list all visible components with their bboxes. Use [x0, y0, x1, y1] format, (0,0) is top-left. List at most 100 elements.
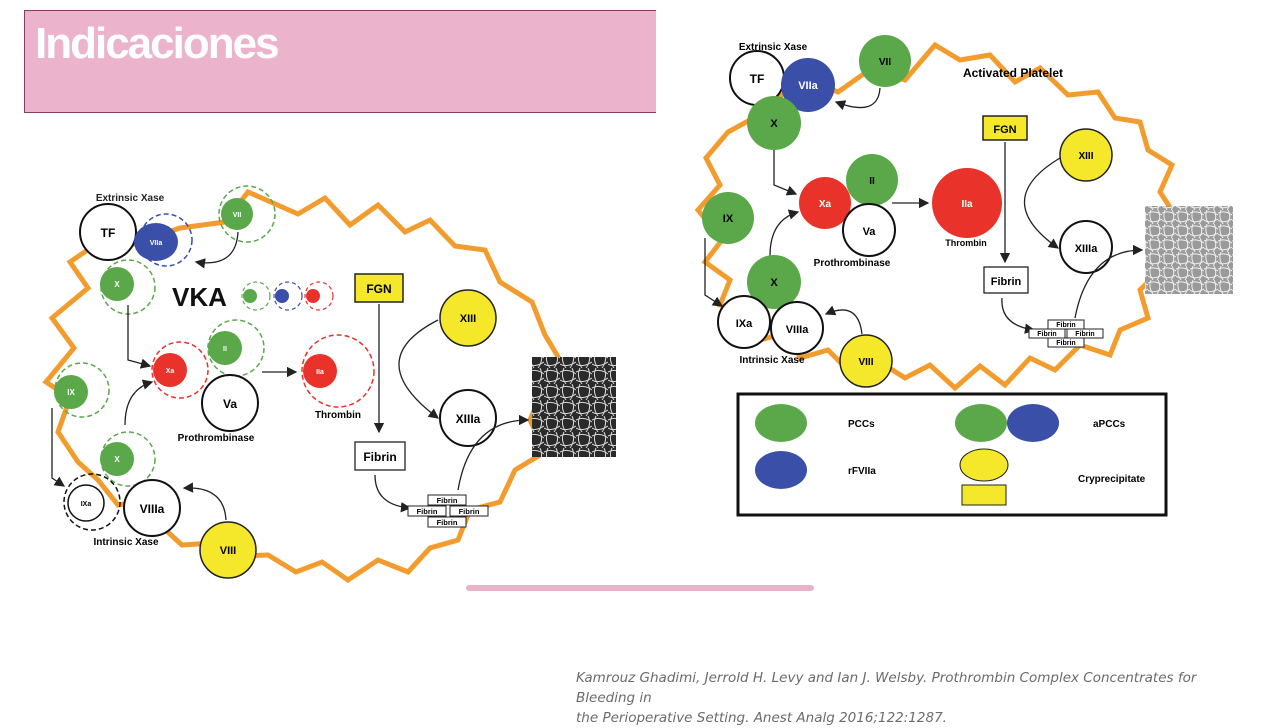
left-viiia-node: [123, 479, 181, 537]
legend-box: [736, 392, 1168, 517]
left-vii-ring: [218, 185, 276, 243]
left-arrow-viii-viiia: [182, 482, 227, 521]
left-viiia-label: VIIIa: [140, 502, 165, 516]
left-intrinsic-xase-label: Intrinsic Xase: [93, 537, 158, 548]
right-arrow-mesh: [1074, 244, 1144, 319]
left-vka-red-dot: [306, 289, 320, 303]
legend-cryo-ellipse-swatch: [959, 448, 1009, 482]
right-tf-label: TF: [750, 72, 765, 86]
right-ixa-label: IXa: [736, 318, 753, 330]
left-vka-green-dot: [243, 289, 257, 303]
title-banner: Indicaciones: [24, 10, 656, 113]
right-fibrin-mesh-2: Fibrin: [1037, 331, 1056, 338]
left-fibrin-mesh-image: [532, 357, 616, 457]
left-arrow-xiii-xiiia: [398, 319, 440, 419]
left-extrinsic-xase-label: Extrinsic Xase: [96, 193, 165, 204]
left-x-top-node: [100, 267, 134, 301]
left-tf-label: TF: [101, 226, 116, 240]
citation-line-2: the Perioperative Setting. Anest Analg 2…: [576, 710, 947, 726]
right-prothrombinase-label: Prothrombinase: [814, 258, 891, 269]
left-arrow-vii-viia: [194, 231, 239, 269]
right-viia-label: VIIa: [798, 80, 818, 92]
left-x-top-label: X: [114, 280, 120, 289]
right-ix-node: [702, 192, 754, 244]
right-xiiia-node: [1059, 220, 1113, 274]
legend-pccs-swatch: [755, 404, 807, 442]
right-fibrin-mesh-1: Fibrin: [1056, 322, 1075, 329]
right-viiia-label: VIIIa: [786, 324, 810, 336]
citation: Kamrouz Ghadimi, Jerrold H. Levy and Ian…: [576, 668, 1256, 728]
right-xiii-node: [1059, 128, 1113, 182]
right-ii-label: II: [869, 176, 875, 187]
left-vka-blue-dot: [275, 289, 289, 303]
left-fibrin-polymer: Fibrin Fibrin Fibrin Fibrin: [407, 494, 489, 528]
left-iia-node: [303, 354, 337, 388]
right-diagram: Extrinsic Xase TF VIIa VII Activated Pla…: [694, 35, 1233, 392]
left-fgn-label: FGN: [366, 282, 391, 296]
left-vii-node: [221, 198, 253, 230]
left-fibrin-mesh-3: Fibrin: [459, 507, 480, 516]
right-va-label: Va: [863, 226, 877, 238]
right-xiii-label: XIII: [1078, 151, 1093, 162]
right-viii-label: VIII: [858, 357, 873, 368]
left-iia-ring: [301, 334, 375, 408]
left-fibrin-box: [354, 441, 406, 471]
right-ii-node: [846, 154, 898, 206]
right-x-bottom-label: X: [770, 277, 778, 289]
right-viia-node: [781, 58, 835, 112]
left-ix-label: IX: [67, 388, 75, 397]
left-viia-label: VIIa: [150, 240, 163, 247]
legend-apccs-label: aPCCs: [1093, 419, 1126, 430]
left-arrow-x-xa: [127, 305, 152, 369]
left-xa-label: Xa: [166, 368, 175, 375]
left-xiiia-node: [439, 389, 497, 447]
right-x-bottom-node: [747, 255, 801, 309]
left-vii-label: VII: [233, 212, 242, 219]
right-fgn-label: FGN: [993, 124, 1016, 136]
left-xiiia-label: XIIIa: [456, 412, 481, 426]
legend: PCCs aPCCs rFVIIa Cryprecipitate: [736, 392, 1168, 517]
right-arrow-xiii-xiiia: [1023, 157, 1061, 249]
right-fgn-box: [982, 115, 1028, 141]
left-fibrin-mesh-4: Fibrin: [437, 518, 458, 527]
left-vka-red-ring: [304, 281, 334, 311]
right-arrow-vii-viia: [834, 87, 881, 111]
right-intrinsic-xase-label: Intrinsic Xase: [739, 355, 804, 366]
legend-rfviia-swatch: [755, 451, 807, 489]
right-fibrin-mesh-3: Fibrin: [1075, 331, 1094, 338]
right-x-top-label: X: [770, 118, 778, 130]
right-fibrin-polymer: Fibrin Fibrin Fibrin Fibrin: [1028, 319, 1104, 348]
legend-cryo-label: Cryprecipitate: [1078, 474, 1146, 485]
left-arrow-mesh: [457, 414, 530, 491]
legend-cryo-rect-swatch: [961, 484, 1007, 506]
right-arrow-viii-viiia: [824, 305, 863, 335]
left-iia-label: IIa: [316, 369, 324, 376]
left-x-bottom-node: [100, 442, 134, 476]
right-xa-label: Xa: [819, 199, 832, 210]
legend-apccs-blue-swatch: [1007, 404, 1059, 442]
right-fibrin-label: Fibrin: [991, 276, 1022, 288]
decorative-underline: [466, 585, 814, 591]
right-arrow-x-xa: [773, 150, 798, 196]
left-vka-green-ring: [241, 281, 271, 311]
right-arrow-x-bottom-xa: [769, 209, 800, 257]
left-arrow-ix-ixa: [51, 408, 66, 487]
left-thrombin-label: Thrombin: [315, 410, 361, 421]
right-viii-node: [839, 334, 893, 388]
right-fibrin-box: [983, 266, 1029, 294]
right-ix-label: IX: [723, 213, 734, 225]
left-tf-node: [79, 203, 137, 261]
right-vii-label: VII: [879, 57, 891, 68]
right-xiiia-label: XIIIa: [1075, 243, 1099, 255]
slide-title: Indicaciones: [35, 19, 280, 68]
right-activated-platelet-label: Activated Platelet: [963, 66, 1063, 80]
right-xa-node: [799, 177, 851, 229]
left-diagram: Extrinsic Xase TF VIIa VII X VKA FGN XII…: [42, 185, 616, 584]
left-xa-ring: [151, 341, 209, 399]
left-arrow-x-bottom-xa: [124, 379, 154, 426]
left-fibrin-mesh-2: Fibrin: [417, 507, 438, 516]
left-arrow-fibrin-mesh: [374, 474, 412, 513]
left-prothrombinase-label: Prothrombinase: [178, 433, 255, 444]
left-ixa-node: [67, 484, 105, 522]
